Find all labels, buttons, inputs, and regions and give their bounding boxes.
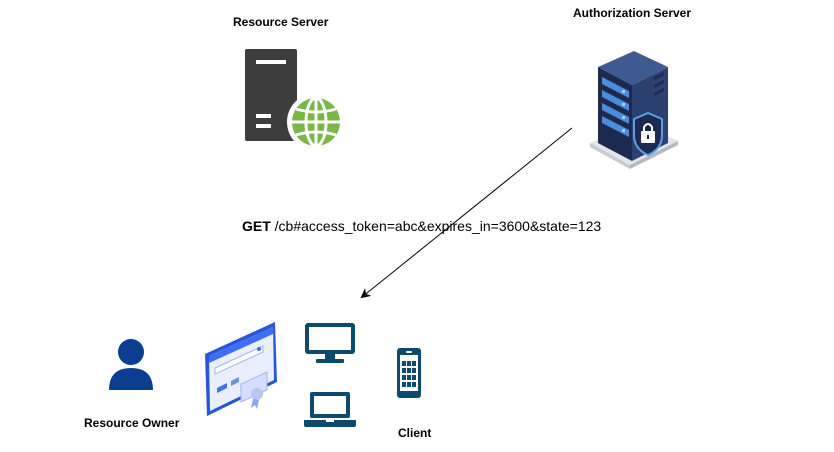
- user-icon: [107, 338, 155, 390]
- authorization-server-label: Authorization Server: [573, 6, 692, 20]
- desktop-monitor-icon: [304, 322, 356, 364]
- resource-server-label: Resource Server: [233, 15, 329, 29]
- laptop-icon: [303, 391, 357, 429]
- redirect-path: /cb#access_token=abc&expires_in=3600&sta…: [270, 218, 602, 234]
- browser-window-icon: [201, 320, 281, 420]
- resource-owner-label: Resource Owner: [84, 416, 180, 430]
- client-label: Client: [398, 426, 432, 440]
- mobile-phone-icon: [396, 347, 422, 399]
- secure-server-icon: [586, 49, 682, 175]
- web-server-icon: [243, 47, 349, 147]
- http-method: GET: [242, 218, 271, 234]
- redirect-request-label: GET /cb#access_token=abc&expires_in=3600…: [242, 218, 601, 234]
